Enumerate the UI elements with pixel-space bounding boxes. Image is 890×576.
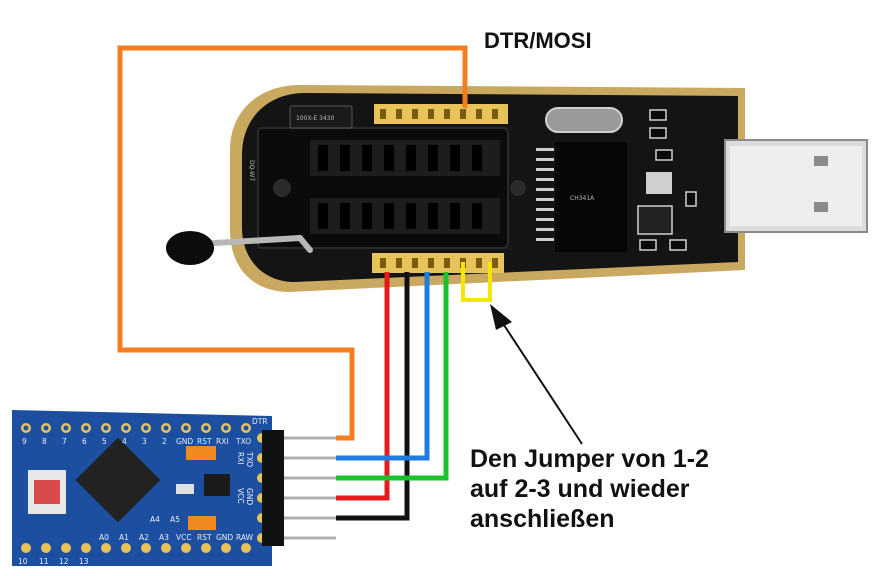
arduino-bottom-pin-label: 12 — [59, 557, 69, 566]
jumper-instruction: Den Jumper von 1-2 auf 2-3 und wieder an… — [470, 444, 709, 534]
arduino-top-pin-label: 9 — [22, 437, 27, 446]
ch341a-programmer: DQ-W7 100X-E 3430 CH341A — [166, 85, 868, 302]
orange-wire — [117, 45, 468, 441]
chip-label: CH341A — [570, 195, 595, 202]
board-silk-label: DQ-W7 — [248, 160, 255, 181]
arduino-bottom-pin-label: A1 — [119, 533, 129, 542]
jumper-highlight — [461, 262, 492, 302]
arduino-bottom-pin-label: 11 — [39, 557, 49, 566]
arduino-pro-mini: 9 8 7 6 5 4 3 2 GND RST RXI TXO DTR RXI … — [12, 410, 336, 566]
arduino-top-pin-label: 4 — [122, 437, 127, 446]
arduino-top-pin-label: TXO — [235, 437, 251, 446]
arduino-bottom-pin-label: 13 — [79, 557, 89, 566]
jumper-arrow — [490, 304, 583, 445]
lever-knob — [166, 231, 214, 265]
arduino-top-pin-label: 3 — [142, 437, 147, 446]
header-silk-text: 100X-E 3430 — [296, 115, 335, 122]
green-wire — [336, 272, 449, 481]
arduino-bottom-pin-label: VCC — [176, 533, 192, 542]
arduino-top-pin-label: GND — [176, 437, 193, 446]
bottom-pin-header — [372, 253, 504, 273]
arduino-bottom-pin-label: 10 — [18, 557, 28, 566]
arduino-side-pin-label: GND — [245, 488, 254, 505]
arduino-bottom-pin-label: GND — [216, 533, 233, 542]
dtr-mosi-label: DTR/MOSI — [484, 28, 592, 53]
red-wire — [336, 272, 390, 501]
wires — [117, 45, 468, 521]
arduino-inner-label: A4 — [150, 515, 160, 524]
arduino-bottom-pin-label: A0 — [99, 533, 109, 542]
arduino-bottom-pin-label: RST — [197, 533, 212, 542]
atmega-chip — [75, 437, 161, 523]
arduino-top-pin-label: 8 — [42, 437, 47, 446]
blue-wire — [336, 272, 430, 461]
black-wire — [336, 272, 410, 521]
instruction-line: anschließen — [470, 505, 615, 533]
arduino-top-pin-label: RXI — [216, 437, 229, 446]
arduino-side-pin-label: VCC — [236, 488, 245, 504]
crystal — [545, 107, 623, 133]
arduino-top-pin-label: RST — [197, 437, 212, 446]
arduino-side-pin-label: RXI — [236, 452, 245, 465]
arduino-inner-label: A5 — [170, 515, 180, 524]
arduino-bottom-pin-label: A2 — [139, 533, 149, 542]
top-pin-header — [374, 104, 508, 124]
arduino-top-pin-label: 2 — [162, 437, 167, 446]
arduino-top-pin-label: 5 — [102, 437, 107, 446]
arduino-side-pin-label: TXO — [245, 451, 254, 467]
ch341a-chip — [555, 142, 627, 252]
arduino-top-pin-label: 6 — [82, 437, 87, 446]
arduino-top-pin-label: 7 — [62, 437, 67, 446]
arduino-bottom-pin-label: A3 — [159, 533, 169, 542]
arduino-bottom-pin-label: RAW — [236, 533, 254, 542]
arduino-dtr-label: DTR — [252, 417, 268, 426]
instruction-line: Den Jumper von 1-2 — [470, 445, 709, 473]
instruction-line: auf 2-3 und wieder — [470, 475, 690, 503]
